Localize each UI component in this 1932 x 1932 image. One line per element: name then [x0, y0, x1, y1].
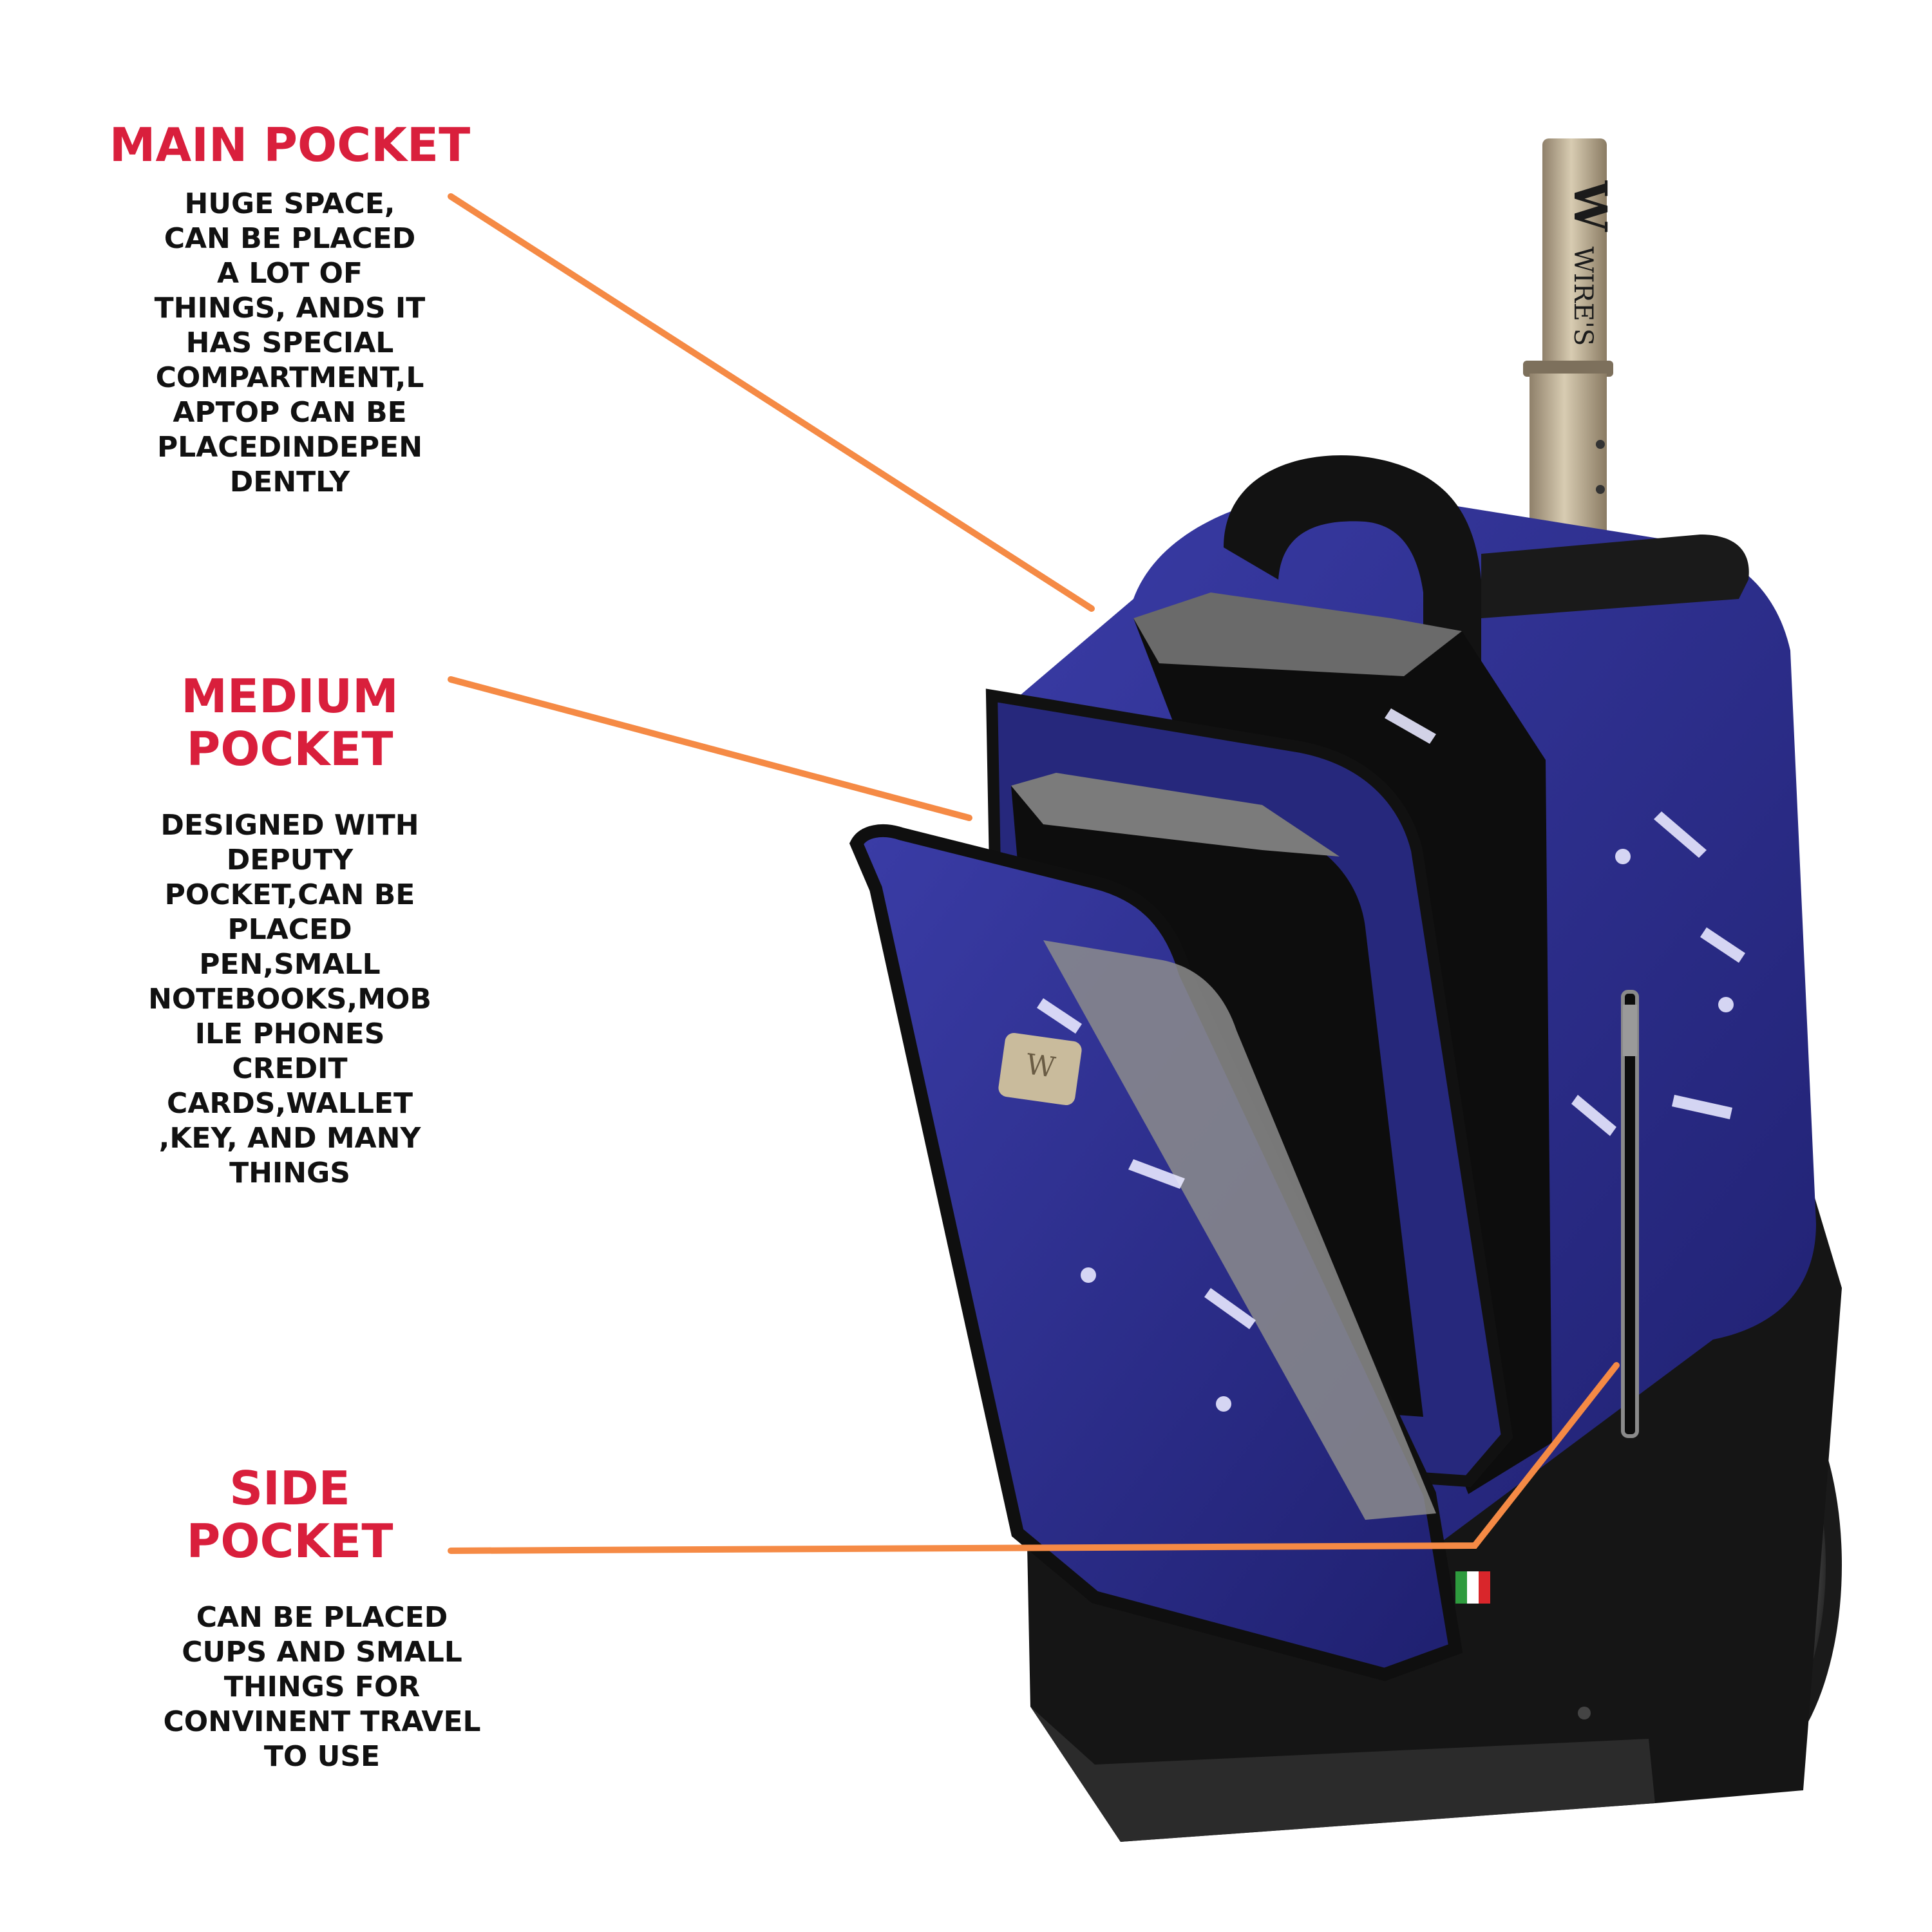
front-pocket: W: [849, 824, 1463, 1681]
main-pocket-title: MAIN POCKET: [109, 118, 471, 172]
leader-line-side: [448, 1362, 1620, 1554]
medium-pocket-description: DESIGNED WITH DEPUTY POCKET,CAN BE PLACE…: [148, 809, 431, 1189]
dino-pattern: [1037, 708, 1745, 1412]
side-pocket-title: SIDE POCKET: [186, 1461, 393, 1568]
leader-line-medium: [448, 676, 972, 821]
brand-badge: [998, 1032, 1082, 1106]
medium-pocket-title: MEDIUM POCKET: [181, 669, 399, 776]
handle-brand-initial: W: [1564, 180, 1617, 232]
leader-lines: [448, 193, 1620, 1554]
main-pocket-description: HUGE SPACE, CAN BE PLACED A LOT OF THING…: [154, 187, 426, 498]
handle-brand-text: WIRE'S: [1568, 247, 1598, 346]
side-pocket-description: CAN BE PLACED CUPS AND SMALL THINGS FOR …: [163, 1601, 481, 1773]
flag-tab: [1455, 1571, 1490, 1604]
leader-line-main: [448, 193, 1095, 612]
telescopic-handle: W WIRE'S: [1523, 138, 1617, 586]
side-pocket-zipper: [1621, 990, 1639, 1438]
badge-brand-initial: W: [1024, 1048, 1058, 1084]
